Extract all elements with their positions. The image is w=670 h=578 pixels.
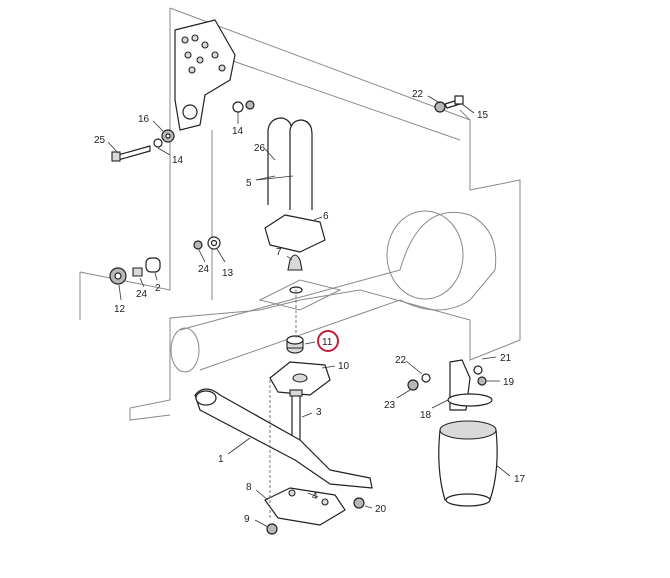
callout-2: 2 — [155, 283, 161, 294]
callout-21: 21 — [500, 353, 512, 364]
callout-14a: 14 — [232, 126, 244, 137]
callout-24a: 24 — [198, 264, 210, 275]
center-bolt — [289, 389, 303, 441]
clamp-plate — [264, 214, 326, 253]
lower-spring-plate — [264, 487, 365, 535]
callout-11: 11 — [322, 337, 333, 348]
callout-3: 3 — [316, 407, 322, 418]
callout-22b: 22 — [395, 355, 407, 366]
callout-17: 17 — [514, 474, 526, 485]
callout-22a: 22 — [412, 89, 424, 100]
callout-1: 1 — [218, 454, 224, 465]
callout-9: 9 — [244, 514, 250, 525]
callout-14b: 14 — [172, 155, 184, 166]
bump-stop — [287, 254, 303, 294]
u-bolts — [267, 117, 313, 210]
callout-19: 19 — [503, 377, 515, 388]
callout-5: 5 — [246, 178, 252, 189]
air-spring-assembly — [407, 359, 498, 507]
highlight-ring-11 — [317, 330, 339, 352]
callout-20: 20 — [375, 504, 387, 515]
leaf-spring — [194, 388, 373, 489]
leader-lines — [107, 95, 511, 528]
spring-seat — [269, 361, 331, 396]
frame-rail — [79, 7, 521, 421]
spring-hanger-bracket — [174, 19, 236, 131]
callout-12: 12 — [114, 304, 126, 315]
callout-25: 25 — [94, 135, 106, 146]
callout-13: 13 — [222, 268, 234, 279]
callout-4: 4 — [312, 491, 318, 502]
callout-23: 23 — [384, 400, 396, 411]
callout-labels: 22 15 16 14 25 14 26 5 6 7 24 13 12 24 2… — [94, 89, 526, 525]
callout-6: 6 — [323, 211, 329, 222]
callout-15: 15 — [477, 110, 489, 121]
spacer-11 — [286, 335, 304, 354]
callout-7: 7 — [276, 247, 282, 258]
callout-18: 18 — [420, 410, 432, 421]
axle-housing — [170, 210, 497, 373]
callout-24b: 24 — [136, 289, 148, 300]
callout-8: 8 — [246, 482, 252, 493]
bolt-15 — [434, 95, 464, 113]
bolt-and-washers-25 — [111, 100, 255, 162]
callout-10: 10 — [338, 361, 350, 372]
bushing-group-left — [109, 236, 221, 285]
callout-26: 26 — [254, 143, 266, 154]
callout-16: 16 — [138, 114, 150, 125]
